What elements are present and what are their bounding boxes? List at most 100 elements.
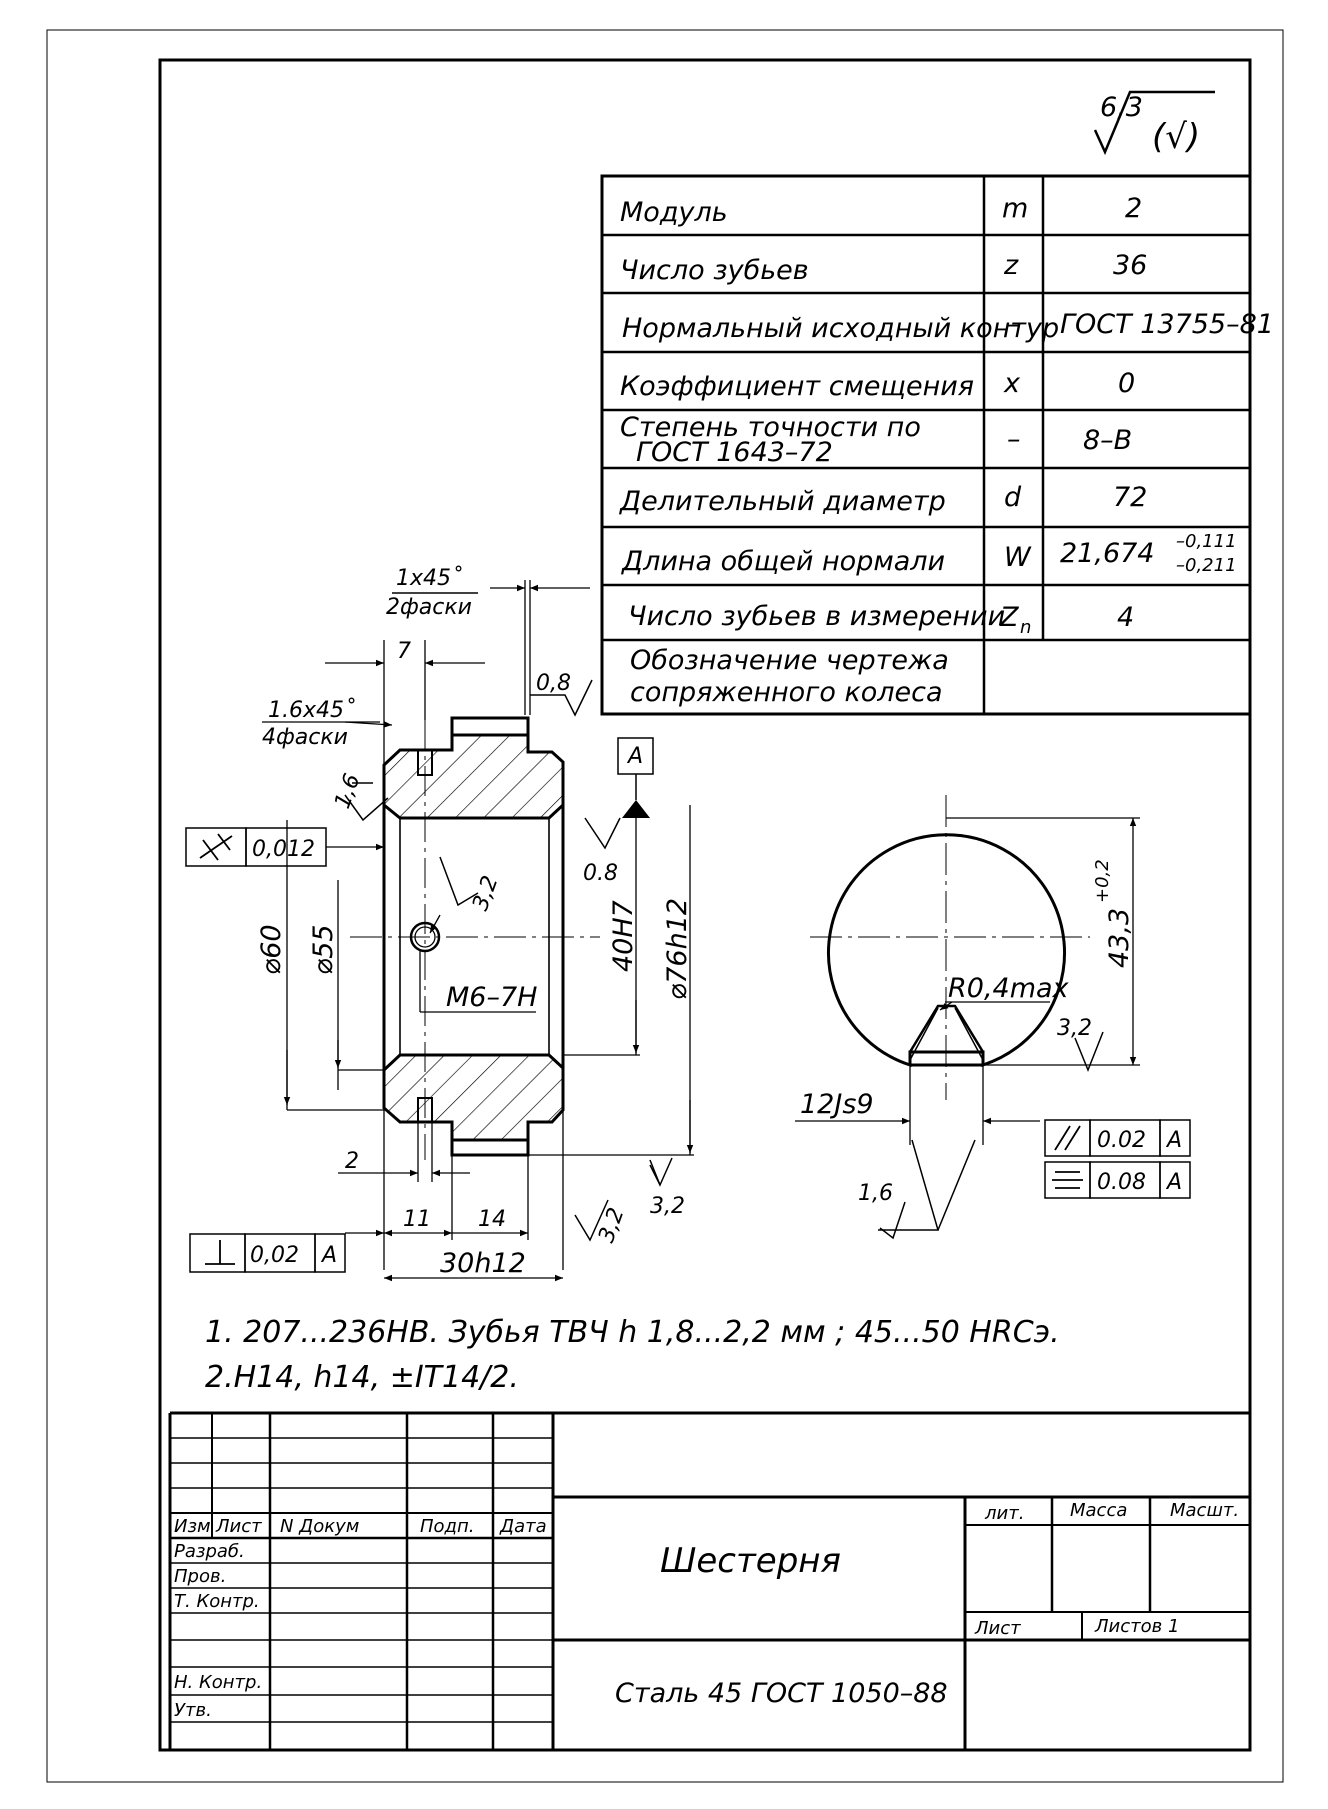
- param-name-module: Модуль: [620, 197, 728, 228]
- frame-border: [158, 58, 1252, 1752]
- row-nkontr: Н. Контр.: [174, 1672, 262, 1693]
- parallel-tol: 0.02: [1097, 1128, 1146, 1153]
- symmetry-tolerance-frame: 0.08 A: [1044, 1161, 1191, 1199]
- param-name-mating-gear-1: Обозначение чертежа: [630, 645, 949, 676]
- keyway-depth-tol: +0,2: [1092, 859, 1113, 903]
- hdr-podp: Подп.: [420, 1516, 474, 1537]
- param-value-accuracy: 8–B: [1083, 425, 1132, 456]
- section-rough-16: 1,6: [858, 1181, 893, 1206]
- chamfer-top-count: 2фаски: [386, 595, 472, 620]
- note-2: 2.H14, h14, ±IT14/2.: [205, 1360, 519, 1395]
- param-symbol-teeth-in-measure: Z: [999, 602, 1019, 633]
- rough-32-face: 3,2: [594, 1205, 629, 1246]
- note-1: 1. 207...236HB. Зубья ТВЧ h 1,8...2,2 мм…: [205, 1315, 1060, 1350]
- param-value-module: 2: [1125, 193, 1142, 224]
- dia-55: ⌀55: [308, 924, 339, 975]
- rough-32-bottom: 3,2: [650, 1194, 685, 1219]
- param-name-teeth-in-measure: Число зубьев в измерении: [628, 601, 1005, 632]
- dia-60: ⌀60: [256, 924, 287, 975]
- rough-16-left: 1,6: [330, 771, 365, 812]
- param-symbol-pitch-diameter: d: [1004, 482, 1022, 513]
- rough-32-hole: 3,2: [468, 873, 503, 914]
- rough-08-top: 0,8: [536, 671, 571, 696]
- col-masht: Масшт.: [1170, 1500, 1239, 1521]
- param-symbol-shift: x: [1003, 368, 1021, 399]
- thread-label: M6–7H: [446, 982, 537, 1013]
- hdr-izm: Изм: [174, 1516, 211, 1537]
- row-prov: Пров.: [174, 1566, 226, 1587]
- param-value-teeth-in-measure: 4: [1117, 602, 1134, 633]
- param-tol-lower-normal-length: –0,211: [1176, 555, 1237, 576]
- hdr-data: Дата: [499, 1516, 547, 1537]
- gear-section-view: [350, 716, 600, 1160]
- roughness-general-mark: (√): [1152, 117, 1200, 157]
- dim-11: 11: [403, 1207, 431, 1232]
- param-name-accuracy-2: ГОСТ 1643–72: [636, 437, 833, 468]
- param-symbol-accuracy: –: [1007, 424, 1021, 455]
- dim-14: 14: [478, 1207, 506, 1232]
- col-lit: лит.: [984, 1503, 1024, 1524]
- section-outline: [827, 833, 1066, 1068]
- gear-dimensions: 1x45˚ 2фаски 7 1.6x45˚ 4фаски 0,8 1,6 A: [185, 566, 694, 1282]
- tapped-hole: [409, 921, 441, 953]
- perp-tol: 0,02: [250, 1243, 299, 1268]
- param-symbol-teeth: z: [1003, 250, 1019, 281]
- material: Сталь 45 ГОСТ 1050–88: [615, 1678, 948, 1709]
- param-symbol-normal-length: W: [1004, 542, 1032, 573]
- row-tkontr: Т. Контр.: [174, 1591, 260, 1612]
- dim-7: 7: [397, 639, 411, 664]
- part-name: Шестерня: [660, 1541, 841, 1581]
- technical-notes: 1. 207...236HB. Зубья ТВЧ h 1,8...2,2 мм…: [205, 1315, 1060, 1395]
- runout-tol: 0,012: [252, 837, 315, 862]
- param-name-mating-gear-2: сопряженного колеса: [630, 677, 943, 708]
- keyway-dimensions: 43,3 +0,2 R0,4max 3,2 12Js9 1,6 0.02 A: [795, 817, 1191, 1240]
- key-width: 12Js9: [800, 1089, 874, 1120]
- param-value-profile: ГОСТ 13755–81: [1060, 309, 1274, 340]
- param-value-shift: 0: [1118, 368, 1135, 399]
- section-rough-32: 3,2: [1057, 1016, 1092, 1041]
- keyway-section-view: [810, 795, 1090, 1100]
- param-value-normal-length: 21,674: [1060, 538, 1154, 569]
- perpendicularity-tolerance-frame: 0,02 A: [189, 1229, 384, 1273]
- param-name-profile: Нормальный исходный контур: [622, 313, 1059, 344]
- perp-datum: A: [320, 1243, 337, 1268]
- upper-rim-hatched: [382, 733, 565, 820]
- general-roughness-symbol: 6,3 (√): [1093, 90, 1215, 157]
- roughness-value: 6,3: [1100, 92, 1143, 123]
- outer-border: [46, 29, 1284, 1783]
- param-name-accuracy-1: Степень точности по: [620, 412, 921, 443]
- symmetry-datum: A: [1165, 1170, 1182, 1195]
- param-value-teeth: 36: [1113, 250, 1147, 281]
- param-symbol-sub-teeth-in-measure: n: [1020, 617, 1031, 638]
- row-razrab: Разраб.: [174, 1541, 245, 1562]
- lower-rim-hatched: [382, 1053, 565, 1142]
- param-name-shift: Коэффициент смещения: [620, 371, 974, 402]
- row-utv: Утв.: [174, 1700, 212, 1721]
- width-30h12: 30h12: [440, 1248, 526, 1279]
- keyway-depth: 43,3: [1104, 908, 1135, 968]
- col-massa: Масса: [1070, 1500, 1127, 1521]
- hdr-list: Лист: [215, 1516, 262, 1537]
- param-tol-upper-normal-length: –0,111: [1176, 531, 1237, 552]
- chamfer-top-label: 1x45˚: [396, 566, 462, 591]
- datum-letter: A: [626, 744, 643, 769]
- param-name-pitch-diameter: Делительный диаметр: [619, 486, 946, 517]
- runout-tolerance-frame: 0,012: [185, 827, 384, 867]
- sheet-label: Лист: [974, 1618, 1021, 1639]
- chamfer-left-label: 1.6x45˚: [268, 698, 355, 723]
- gear-parameters-table: Модуль m 2 Число зубьев z 36 Нормальный …: [600, 174, 1274, 716]
- sheets-label: Листов 1: [1094, 1616, 1179, 1637]
- param-name-normal-length: Длина общей нормали: [621, 546, 945, 577]
- param-symbol-profile: –: [1007, 309, 1021, 340]
- symmetry-tol: 0.08: [1097, 1170, 1146, 1195]
- parallelism-tolerance-frame: 0.02 A: [1044, 1119, 1191, 1157]
- parallel-datum: A: [1165, 1128, 1182, 1153]
- bore-40h7: 40H7: [608, 900, 639, 972]
- dim-2: 2: [345, 1149, 359, 1174]
- chamfer-left-count: 4фаски: [262, 725, 348, 750]
- radius-label: R0,4max: [948, 973, 1070, 1004]
- title-block: Изм Лист N Докум Подп. Дата Разраб. Пров…: [168, 1411, 1250, 1750]
- dia-76h12: ⌀76h12: [662, 898, 693, 1000]
- param-symbol-module: m: [1002, 193, 1028, 224]
